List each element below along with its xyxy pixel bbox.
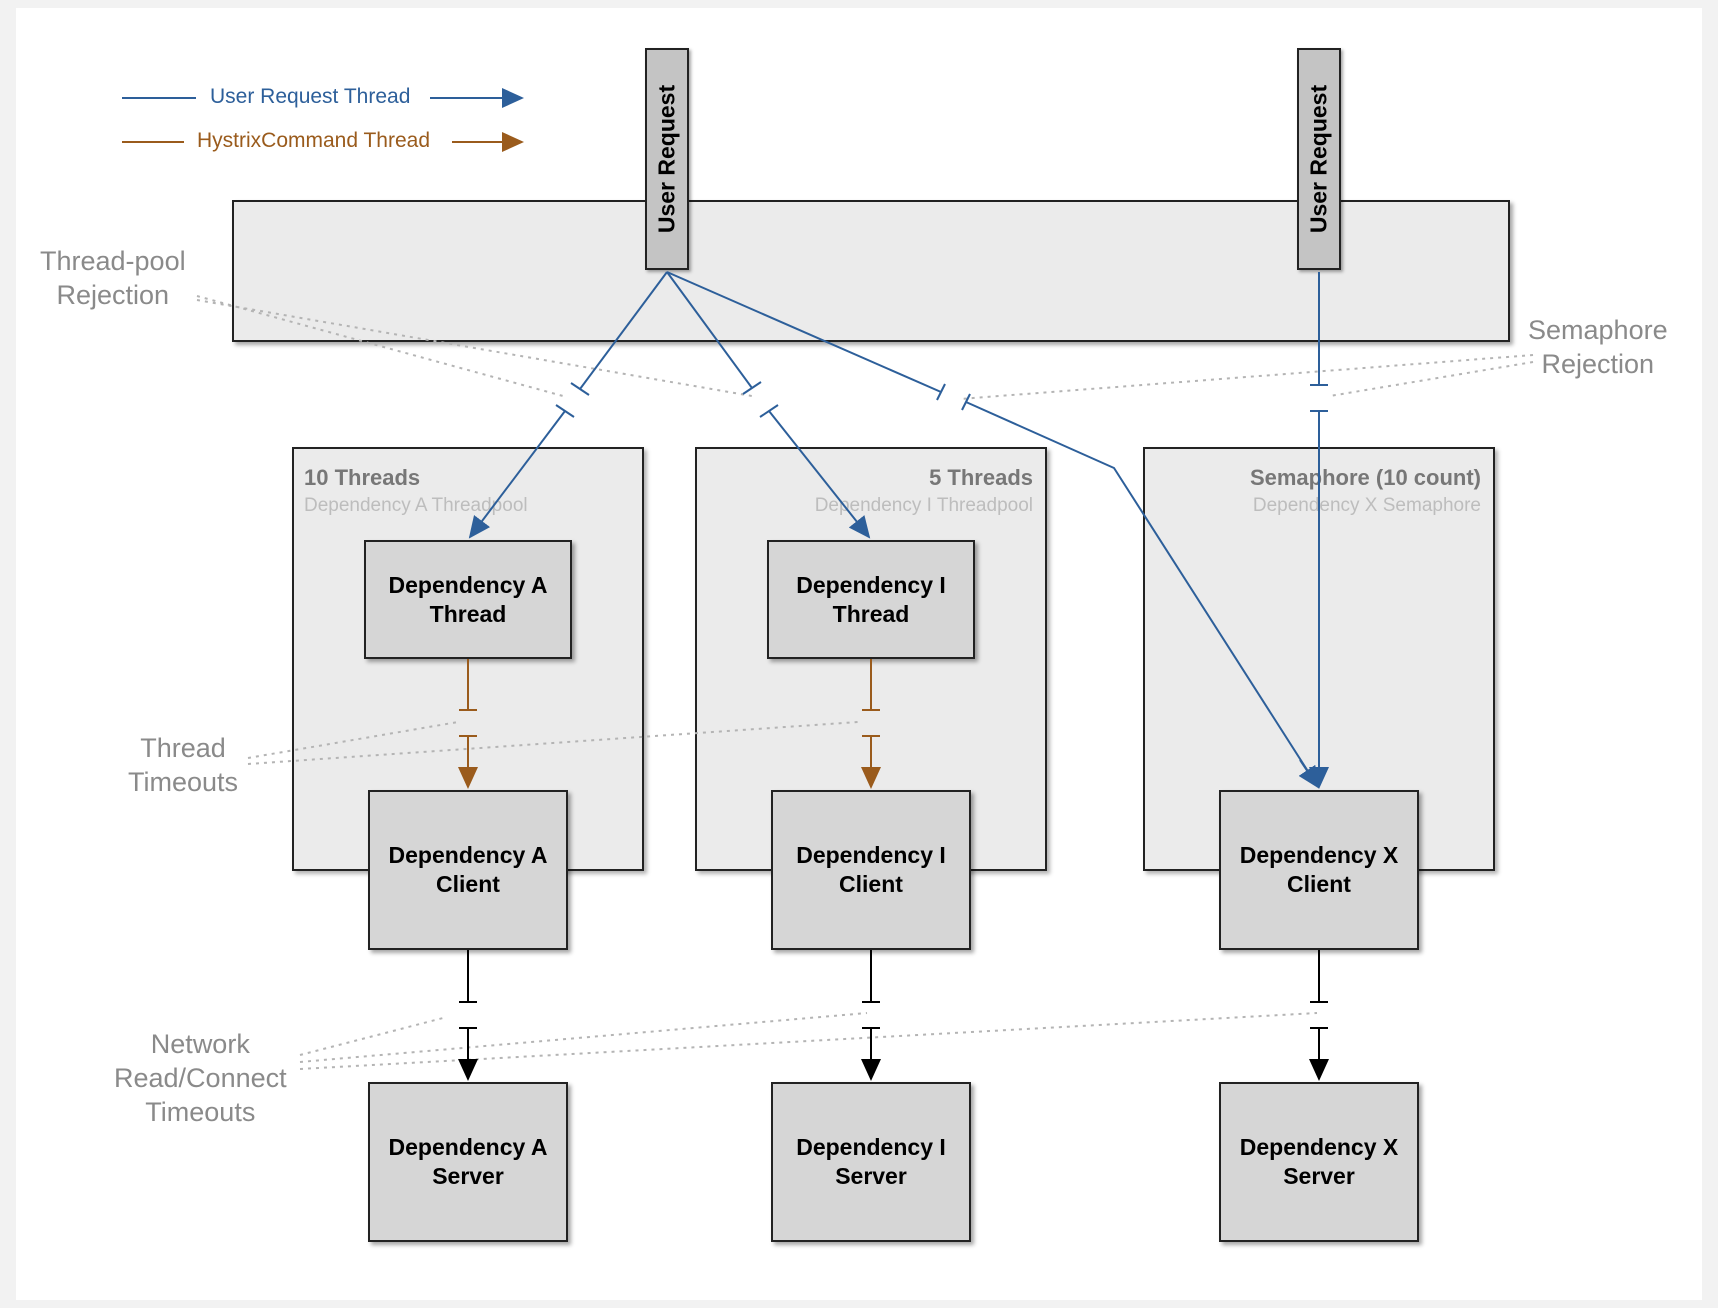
dependency-i-server: Dependency I Server (771, 1082, 971, 1242)
hystrix-command-paths (458, 659, 881, 789)
dependency-a-server: Dependency A Server (368, 1082, 568, 1242)
user-request-bar-1: User Request (645, 48, 689, 270)
pool-x-subtitle: Dependency X Semaphore (1252, 495, 1481, 516)
dependency-a-client: Dependency A Client (368, 790, 568, 950)
network-paths (458, 950, 1329, 1081)
pool-a-subtitle: Dependency A Threadpool (304, 495, 528, 516)
legend-hystrix-command-thread: HystrixCommand Thread (197, 129, 431, 152)
annotation-semaphore-rejection: Semaphore Rejection (1528, 315, 1668, 379)
pool-i-subtitle: Dependency I Threadpool (814, 495, 1033, 516)
pool-a-title: 10 Threads (304, 465, 421, 490)
user-request-paths (468, 271, 1329, 789)
dependency-i-client: Dependency I Client (771, 790, 971, 950)
pool-i-title: 5 Threads (929, 465, 1033, 490)
pool-x-title: Semaphore (10 count) (1249, 465, 1481, 490)
user-request-bar-2: User Request (1297, 48, 1341, 270)
annotation-thread-timeouts: Thread Timeouts (128, 733, 239, 797)
annotation-guides (196, 295, 1534, 1070)
legend-user-request-thread: User Request Thread (210, 85, 411, 108)
dependency-a-thread: Dependency A Thread (364, 540, 572, 659)
dependency-x-client: Dependency X Client (1219, 790, 1419, 950)
dependency-i-thread: Dependency I Thread (767, 540, 975, 659)
annotation-threadpool-rejection: Thread-pool Rejection (40, 246, 186, 310)
legend-lines (122, 88, 524, 152)
annotation-network-timeouts: Network Read/Connect Timeouts (114, 1029, 287, 1127)
dependency-x-server: Dependency X Server (1219, 1082, 1419, 1242)
